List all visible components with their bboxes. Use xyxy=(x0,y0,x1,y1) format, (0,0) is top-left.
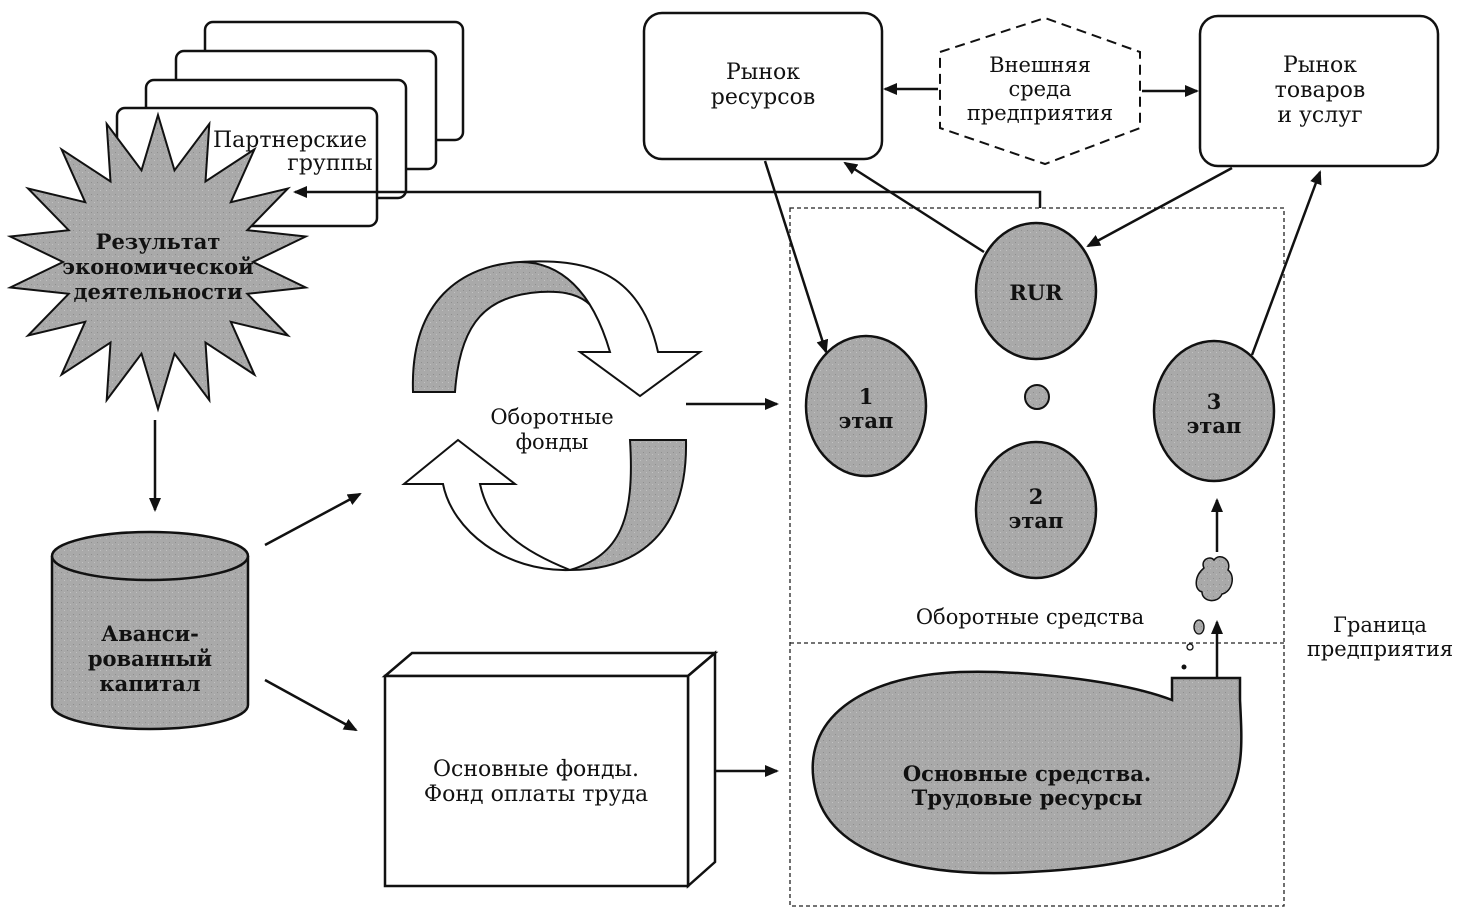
fixed-funds-box xyxy=(381,650,719,889)
arrow-goods-market-to-rur xyxy=(1086,166,1233,248)
arrow-enterprise-to-partners xyxy=(293,186,1042,208)
result-label-1: Результат xyxy=(96,229,221,254)
working-funds-label-2: фонды xyxy=(516,430,589,454)
boundary-label-2: предприятия xyxy=(1307,637,1453,661)
capital-cylinder xyxy=(50,530,250,731)
capital-label-3: капитал xyxy=(99,671,200,696)
rur-ellipse xyxy=(974,221,1098,361)
stage3-label: этап xyxy=(1187,413,1242,438)
partner-groups-label-1: Партнерские xyxy=(213,128,367,153)
stage1-ellipse xyxy=(804,334,928,478)
stage3-ellipse xyxy=(1152,339,1276,483)
fixed-funds-label-2: Фонд оплаты труда xyxy=(424,782,648,807)
fixed-assets-label-1: Основные средства. xyxy=(903,761,1151,786)
capital-label-1: Аванси- xyxy=(101,621,199,646)
arrow-stage3-to-goods-market xyxy=(1250,170,1322,356)
arrow-capital-to-fixed-funds xyxy=(264,678,358,732)
result-label-2: экономической xyxy=(62,254,253,279)
partner-groups-label-2: группы xyxy=(287,151,372,176)
fixed-assets-label-2: Трудовые ресурсы xyxy=(912,785,1143,810)
stage2-number: 2 xyxy=(1029,484,1044,509)
stage2-label: этап xyxy=(1009,508,1064,533)
rur-label: RUR xyxy=(1009,280,1063,305)
stage1-number: 1 xyxy=(859,384,874,409)
stage2-ellipse xyxy=(974,440,1098,580)
resource-market-box xyxy=(642,11,884,161)
external-env-label-2: среда xyxy=(1008,77,1071,101)
fixed-assets-blob xyxy=(811,670,1243,875)
tiny-dot-icon-2 xyxy=(1181,664,1187,670)
stage1-label: этап xyxy=(839,408,894,433)
result-starburst xyxy=(6,111,310,413)
cloud-blob-icon xyxy=(1195,556,1233,602)
resource-market-label-1: Рынок xyxy=(726,60,800,85)
arrow-capital-to-working-funds xyxy=(264,492,362,547)
goods-market-label-2: товаров xyxy=(1275,78,1366,103)
external-env-label-1: Внешняя xyxy=(989,53,1091,77)
capital-label-2: рованный xyxy=(88,646,212,671)
goods-market-label-1: Рынок xyxy=(1283,53,1357,78)
external-env-label-3: предприятия xyxy=(967,101,1113,125)
tiny-dot-icon xyxy=(1186,643,1194,651)
working-capital-label: Оборотные средства xyxy=(916,605,1144,629)
resource-market-label-2: ресурсов xyxy=(711,85,815,110)
center-dot xyxy=(1024,384,1050,410)
working-funds-label-1: Оборотные xyxy=(490,405,613,429)
small-blob-icon xyxy=(1193,619,1205,635)
stage3-number: 3 xyxy=(1207,389,1222,414)
goods-market-label-3: и услуг xyxy=(1277,103,1362,128)
goods-market-box xyxy=(1198,14,1440,168)
arrow-rur-to-resource-market xyxy=(843,161,985,254)
arrow-resource-market-to-stage1 xyxy=(763,160,829,354)
enterprise-boundary xyxy=(789,207,1285,907)
result-label-3: деятельности xyxy=(73,279,242,304)
partner-groups-stack xyxy=(115,20,465,228)
external-environment-hexagon xyxy=(939,16,1141,166)
fixed-funds-label-1: Основные фонды. xyxy=(433,757,639,782)
boundary-label-1: Граница xyxy=(1333,613,1427,637)
circular-arrows-icon xyxy=(401,260,704,572)
